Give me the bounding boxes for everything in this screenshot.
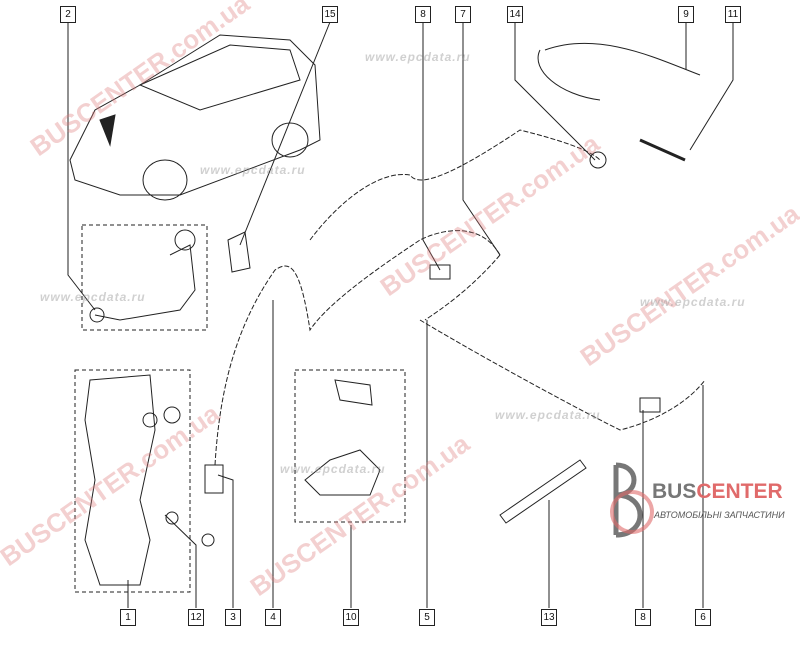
group-boxes: [74, 224, 406, 593]
watermark: www.epcdata.ru: [200, 163, 306, 177]
washer-pump: [204, 464, 224, 494]
callout-2: 2: [60, 6, 76, 23]
callout-1: 1: [120, 609, 136, 626]
washer-hoses: [214, 129, 706, 466]
callout-15: 15: [322, 6, 338, 23]
callout-8-bottom: 8: [635, 609, 651, 626]
callout-9: 9: [678, 6, 694, 23]
callout-13: 13: [541, 609, 557, 626]
watermark: www.epcdata.ru: [365, 50, 471, 64]
car-illustration: [69, 34, 321, 201]
hose-13: [499, 459, 587, 524]
callout-7: 7: [455, 6, 471, 23]
logo-name: BUSCENTER: [652, 480, 783, 503]
callout-4: 4: [265, 609, 281, 626]
bracket-10: [304, 379, 381, 496]
watermark: www.epcdata.ru: [40, 290, 146, 304]
watermark: www.epcdata.ru: [495, 408, 601, 422]
grommet-14: [589, 151, 607, 169]
rear-nozzle-hose: [639, 138, 686, 162]
callout-10: 10: [343, 609, 359, 626]
logo-b-mark: [610, 462, 654, 538]
callout-12: 12: [188, 609, 204, 626]
buscenter-logo: BUSCENTER АВТОМОБІЛЬНІ ЗАПЧАСТИНИ: [610, 460, 800, 540]
washer-reservoir: [84, 229, 215, 586]
clip-15: [227, 231, 251, 273]
callout-14: 14: [507, 6, 523, 23]
leader-lines: [67, 21, 734, 608]
clip-8-top: [429, 264, 451, 280]
callout-3: 3: [225, 609, 241, 626]
watermark: www.epcdata.ru: [640, 295, 746, 309]
callout-8: 8: [415, 6, 431, 23]
clip-8-bottom: [639, 397, 661, 413]
callout-5: 5: [419, 609, 435, 626]
callout-6: 6: [695, 609, 711, 626]
watermark: www.epcdata.ru: [280, 462, 386, 476]
rear-hose: [537, 42, 701, 101]
callout-11: 11: [725, 6, 741, 23]
logo-subtitle: АВТОМОБІЛЬНІ ЗАПЧАСТИНИ: [654, 510, 785, 520]
